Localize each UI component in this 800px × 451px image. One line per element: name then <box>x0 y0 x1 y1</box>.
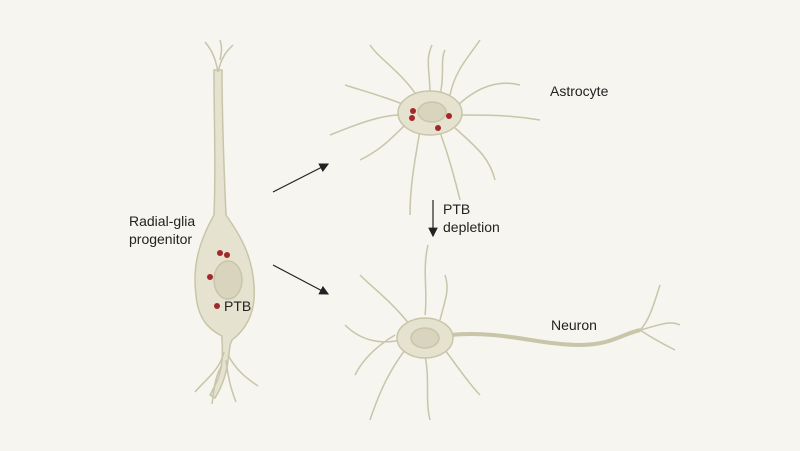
depletion-label-line1: PTB <box>443 201 471 217</box>
arrow-to-astrocyte <box>272 163 330 193</box>
nucleus <box>410 327 440 349</box>
nucleus <box>213 260 243 300</box>
astrocyte-cell <box>329 39 541 216</box>
nucleus <box>417 101 447 123</box>
depletion-label-line2: depletion <box>443 219 500 235</box>
depletion-label: PTB depletion <box>443 200 500 236</box>
progenitor-label-line1: Radial-glia <box>129 213 196 229</box>
progenitor-label-line2: progenitor <box>129 231 193 247</box>
neuron-cell <box>344 244 681 421</box>
progenitor-label: Radial-glia progenitor <box>129 212 195 248</box>
astrocyte-label: Astrocyte <box>550 83 609 99</box>
ptb-label: PTB <box>224 298 252 314</box>
ptb-dots <box>207 108 452 309</box>
neuron-label: Neuron <box>551 317 597 333</box>
arrow-to-neuron <box>272 264 330 295</box>
radial-glia-cell <box>194 39 259 405</box>
